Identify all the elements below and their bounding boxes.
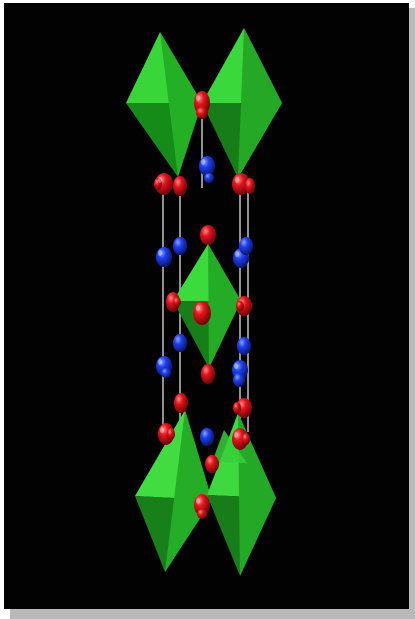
atom-highlights [158,95,239,504]
octahedron-top-left [126,32,202,177]
blue-atoms [156,156,253,446]
octahedron-top-right [202,28,282,178]
octahedron-bottom-right [207,413,276,576]
octahedron-center [173,244,241,368]
octahedron-bottom-left [135,410,212,572]
red-atoms [154,91,255,519]
